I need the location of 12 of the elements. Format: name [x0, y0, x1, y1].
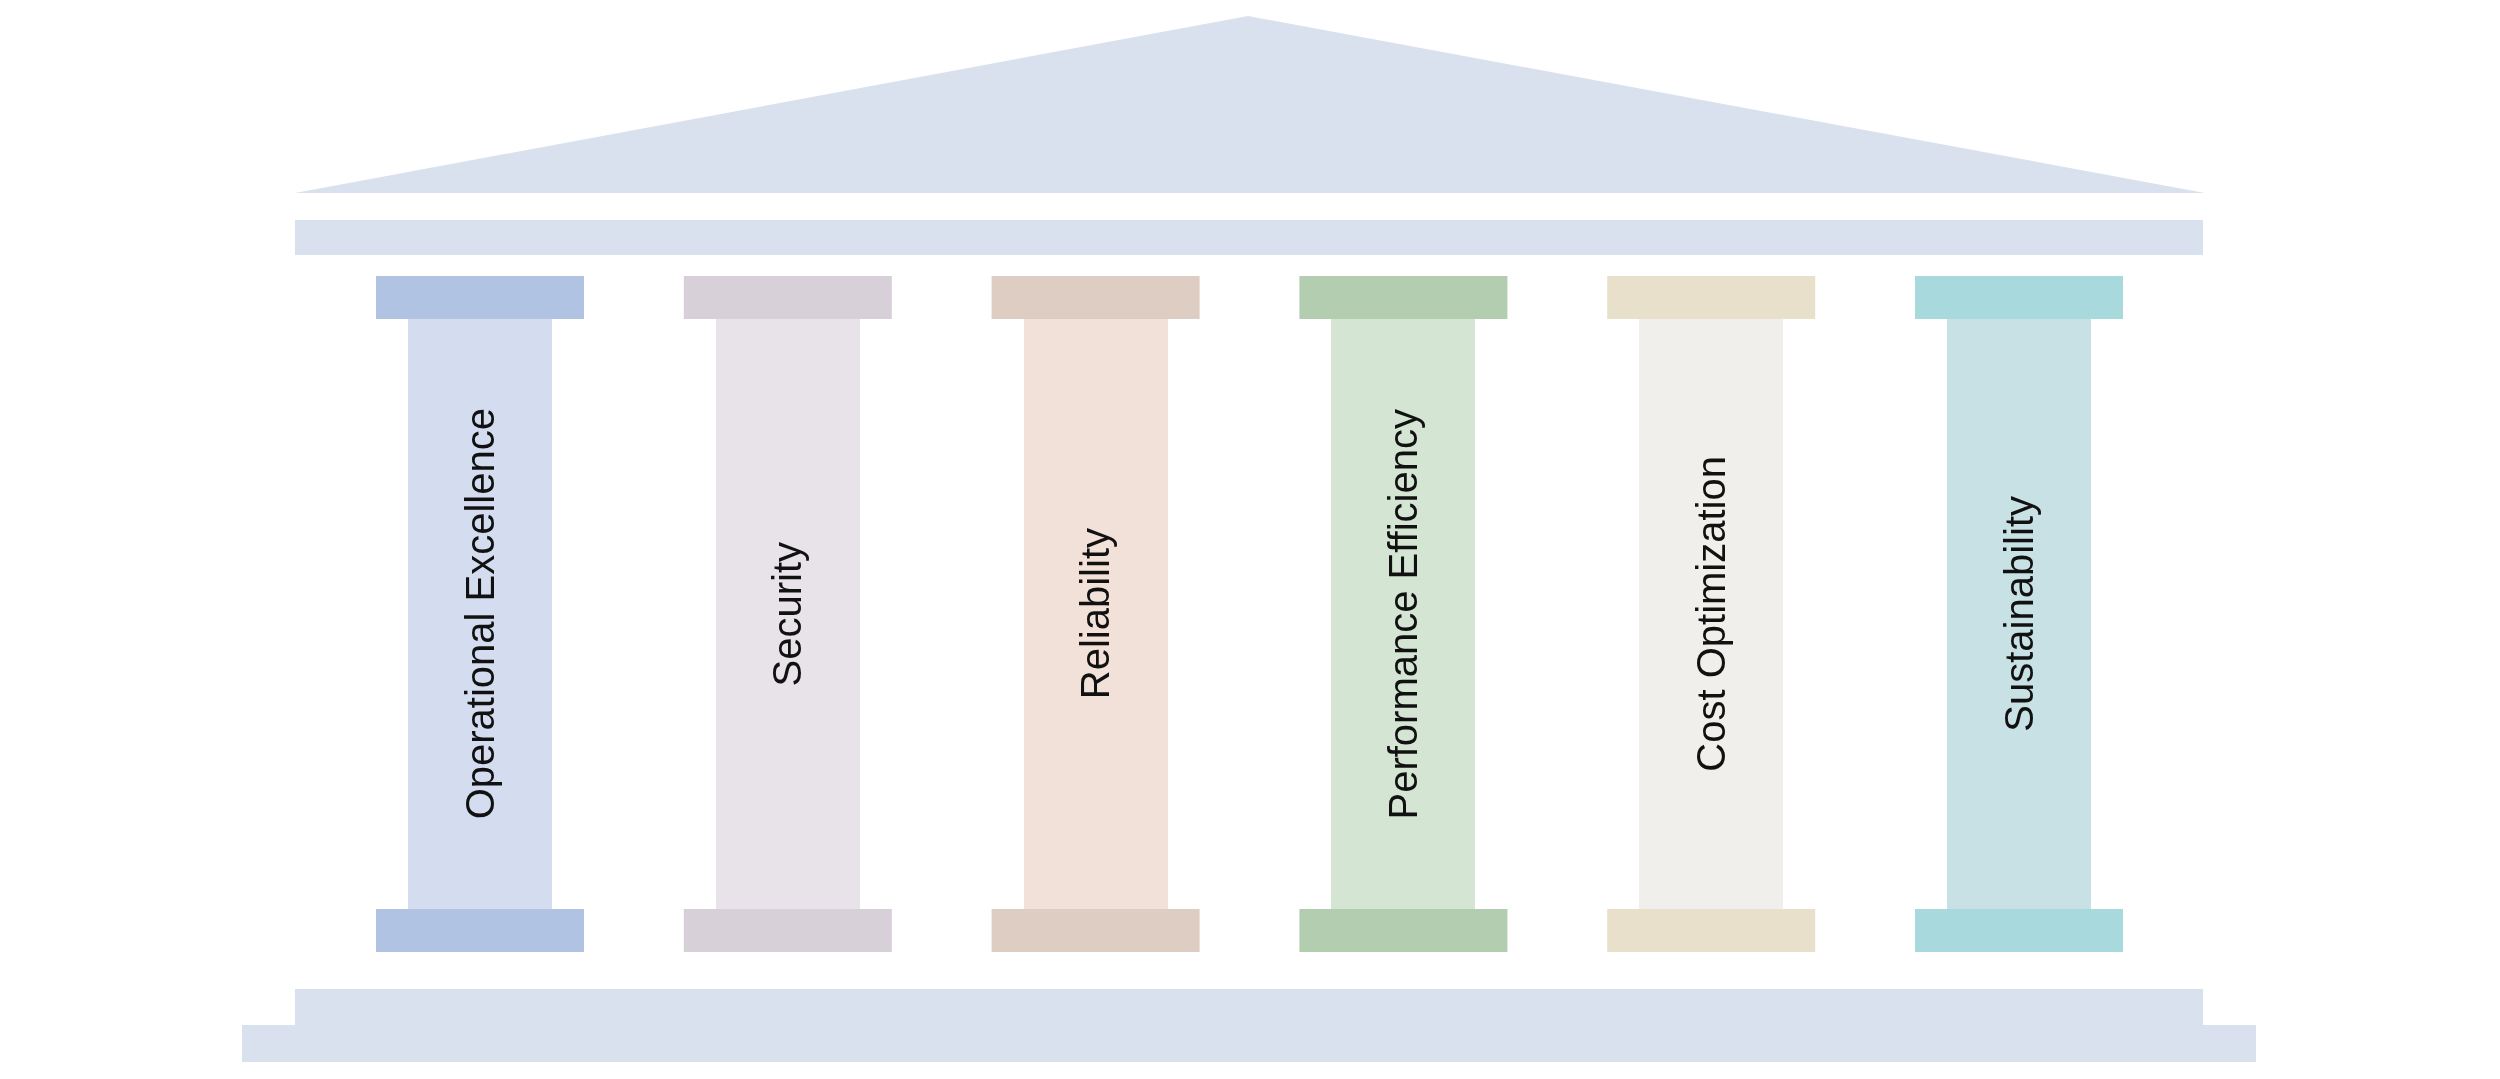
pillar-label: Operational Excellence — [457, 408, 503, 820]
pillar-label: Sustainability — [1996, 496, 2042, 732]
pillar-label: Security — [765, 541, 811, 687]
column-shaft — [1947, 319, 2091, 909]
column-shaft — [1331, 319, 1476, 909]
column-shaft — [1023, 319, 1168, 909]
pillar-label: Performance Efficiency — [1380, 408, 1426, 820]
column-shaft — [408, 319, 552, 909]
column-shaft — [715, 319, 860, 909]
column-shaft — [1639, 319, 1784, 909]
pillar-label: Cost Optimization — [1688, 456, 1734, 772]
pillar-label: Reliability — [1073, 528, 1119, 700]
